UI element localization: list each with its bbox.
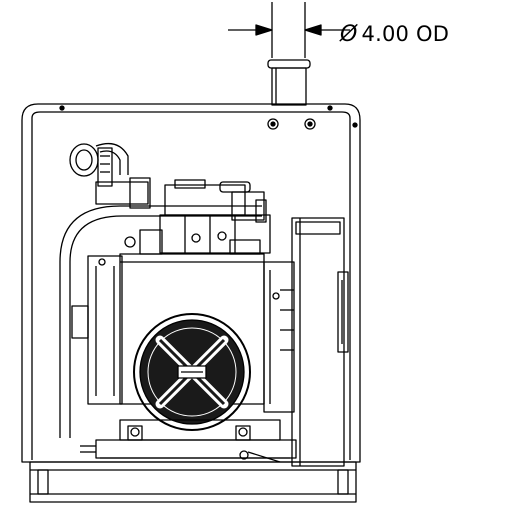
- exhaust-pipe: [267, 59, 311, 106]
- air-intake: [69, 142, 151, 209]
- exhaust-tube: [59, 199, 267, 438]
- engine-block-left: [71, 255, 123, 405]
- dimension-lines: [228, 2, 350, 58]
- mounting-feet: [80, 419, 297, 459]
- engine-top: [124, 179, 271, 255]
- radiator-panel: [291, 217, 349, 467]
- alternator-fan: [133, 313, 251, 431]
- enclosure: [21, 103, 361, 463]
- diameter-value: 4.00 OD: [361, 22, 450, 46]
- diameter-symbol: Ø: [340, 22, 358, 47]
